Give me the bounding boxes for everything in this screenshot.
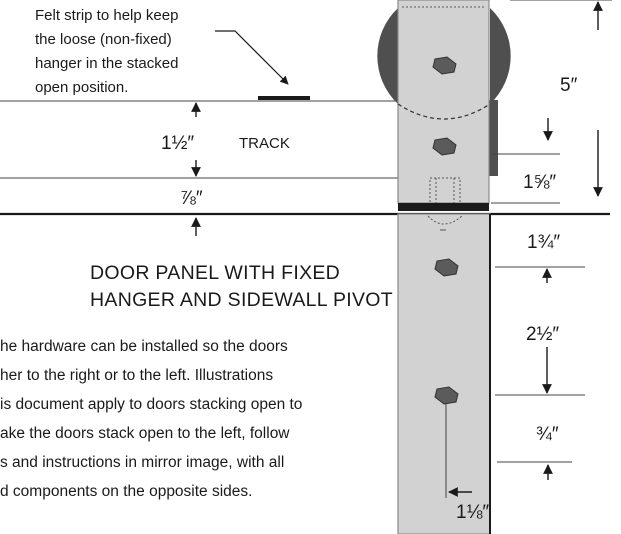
door-hole-upper [434,258,459,277]
felt-strip [258,96,310,100]
track-label: TRACK [239,135,290,152]
description-line-4: ake the doors stack open to the left, fo… [0,425,290,442]
felt-strip-callout: Felt strip to help keep the loose (non-f… [35,7,310,100]
description-line-1: he hardware can be installed so the door… [0,338,288,355]
bolt-offset-label: 1⅝″ [523,172,556,193]
hanger-bolt-lower [432,137,457,156]
wheel-hidden-edge [397,103,491,120]
description-line-2: her to the right or to the left. Illustr… [0,367,273,384]
bolt-offset-dimension: 1⅝″ [491,118,560,204]
hanger-strap-body [397,0,490,204]
track-height-dimension: 1½″ TRACK [161,102,290,177]
track-height-label: 1½″ [161,133,194,154]
description-line-3: is document apply to doors stacking open… [0,396,302,413]
hole-spacing-label: 2½″ [526,324,559,345]
description-paragraph: he hardware can be installed so the door… [0,338,302,500]
track-lines [0,0,612,216]
wheel-left [377,8,398,104]
hanger-height-label: 5″ [560,75,578,96]
hanger-height-dimension: 5″ [560,1,603,197]
description-line-5: s and instructions in mirror image, with… [0,454,284,471]
callout-line-3: hanger in the stacked [35,55,178,72]
panel-title-line-2: HANGER AND SIDEWALL PIVOT [90,289,393,311]
description-line-6: d components on the opposite sides. [0,483,252,500]
door-panel [397,213,491,534]
callout-line-1: Felt strip to help keep [35,7,178,24]
top-to-hole-dimension: 1¾″ [495,232,585,268]
panel-title-line-1: DOOR PANEL WITH FIXED [90,262,340,284]
door-hole-lower [434,386,459,405]
callout-leader [215,30,289,85]
hanger-wheel [377,8,511,176]
wheel-flange [488,100,498,176]
top-to-hole-label: 1¾″ [527,232,560,253]
wheel-right [490,8,511,104]
hole-to-edge-dimension: ¾″ [497,424,572,480]
panel-title: DOOR PANEL WITH FIXED HANGER AND SIDEWAL… [90,262,393,311]
callout-line-2: the loose (non-fixed) [35,31,172,48]
side-offset-dimension: 1⅛″ [445,404,489,523]
rail-height-label: ⅞″ [180,188,203,209]
hole-spacing-dimension: 2½″ [495,268,585,396]
hole-to-edge-label: ¾″ [536,424,559,445]
hanger-strap [397,0,491,211]
rail-height-dimension: ⅞″ [180,188,203,236]
hanger-bolt-upper [432,56,457,75]
rail-bar [398,203,489,211]
callout-line-4: open position. [35,79,128,96]
side-offset-label: 1⅛″ [456,502,489,523]
